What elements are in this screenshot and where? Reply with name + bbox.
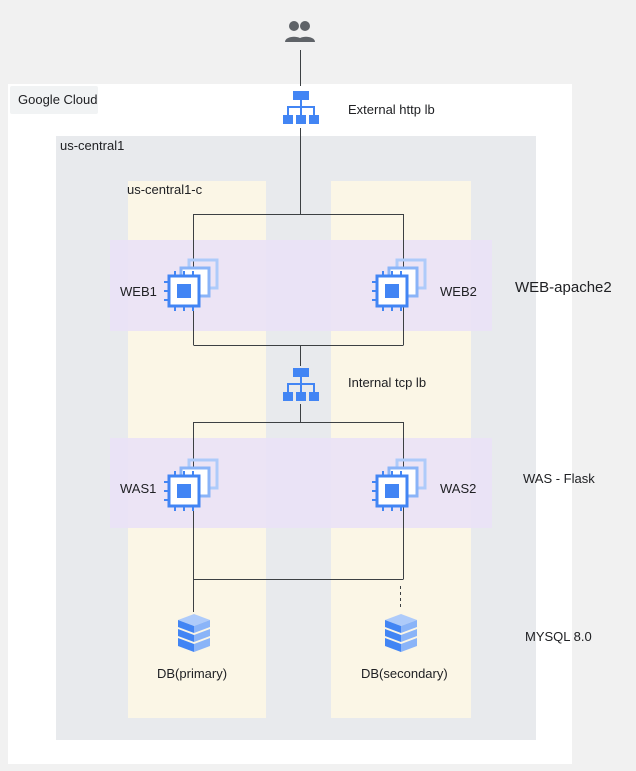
was-tier-label: WAS - Flask (523, 471, 595, 486)
was1-label: WAS1 (120, 481, 157, 496)
users-icon (285, 21, 315, 42)
internal-load-balancer-icon (283, 368, 319, 401)
web2-label: WEB2 (440, 284, 477, 299)
zone-label: us-central1-c (127, 182, 203, 197)
google-cloud-logo-text: Google Cloud (18, 92, 98, 107)
was2-label: WAS2 (440, 481, 477, 496)
was2-compute-engine-icon (372, 458, 427, 511)
db-secondary-label: DB(secondary) (361, 666, 448, 681)
db-primary-label: DB(primary) (157, 666, 228, 681)
web2-compute-engine-icon (372, 258, 427, 311)
google-cloud-logo: Google Cloud (10, 86, 98, 114)
db-tier-label: MYSQL 8.0 (525, 629, 592, 644)
external-lb-label: External http lb (348, 102, 435, 117)
web1-label: WEB1 (120, 284, 157, 299)
web1-compute-engine-icon (164, 258, 219, 311)
db-primary-database-icon (178, 614, 210, 652)
db-secondary-database-icon (385, 614, 417, 652)
region-label: us-central1 (60, 138, 125, 153)
was1-compute-engine-icon (164, 458, 219, 511)
external-load-balancer-icon (283, 91, 319, 124)
web-tier-label: WEB-apache2 (515, 279, 612, 296)
internal-lb-label: Internal tcp lb (348, 375, 427, 390)
